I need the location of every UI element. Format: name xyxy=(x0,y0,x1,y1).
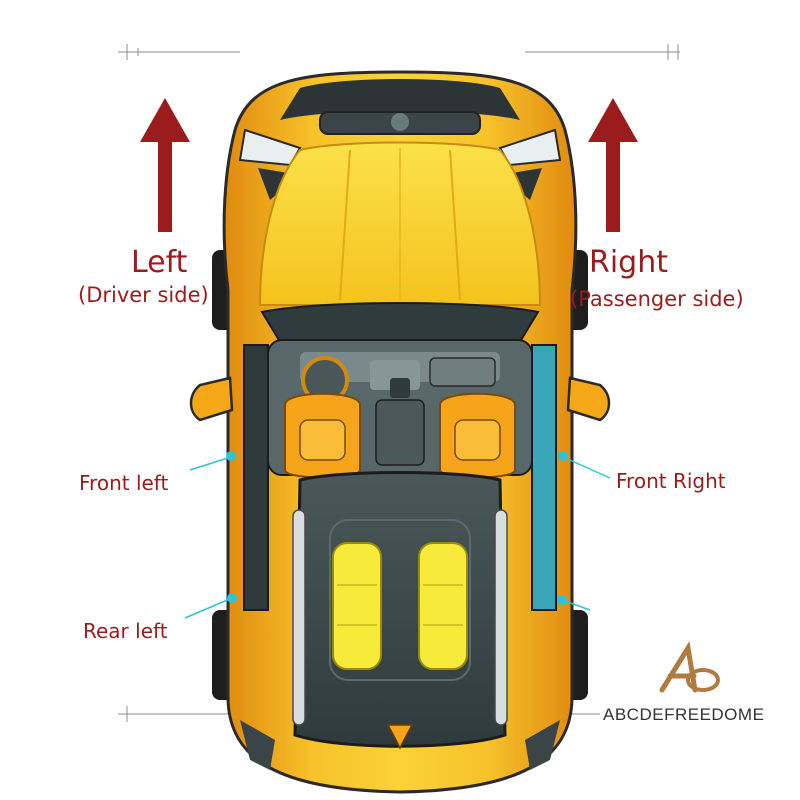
door-markers xyxy=(184,451,611,619)
watermark-text: ABCDEFREEDOME xyxy=(603,705,765,724)
front-left-label: Front left xyxy=(79,471,169,495)
front-right-label: Front Right xyxy=(616,469,726,493)
car-body xyxy=(212,70,588,794)
right-arrow xyxy=(588,98,638,232)
right-title: Right xyxy=(589,245,668,280)
left-title: Left xyxy=(131,245,188,280)
right-mirror xyxy=(566,376,611,422)
left-subtitle: (Driver side) xyxy=(78,283,209,307)
rear-left-label: Rear left xyxy=(83,619,168,643)
watermark-logo xyxy=(659,641,720,693)
dimension-lines xyxy=(118,44,680,722)
left-arrow xyxy=(140,98,190,232)
front-seats xyxy=(284,378,516,479)
right-subtitle: (Passenger side) xyxy=(570,287,744,311)
left-mirror xyxy=(189,376,234,422)
